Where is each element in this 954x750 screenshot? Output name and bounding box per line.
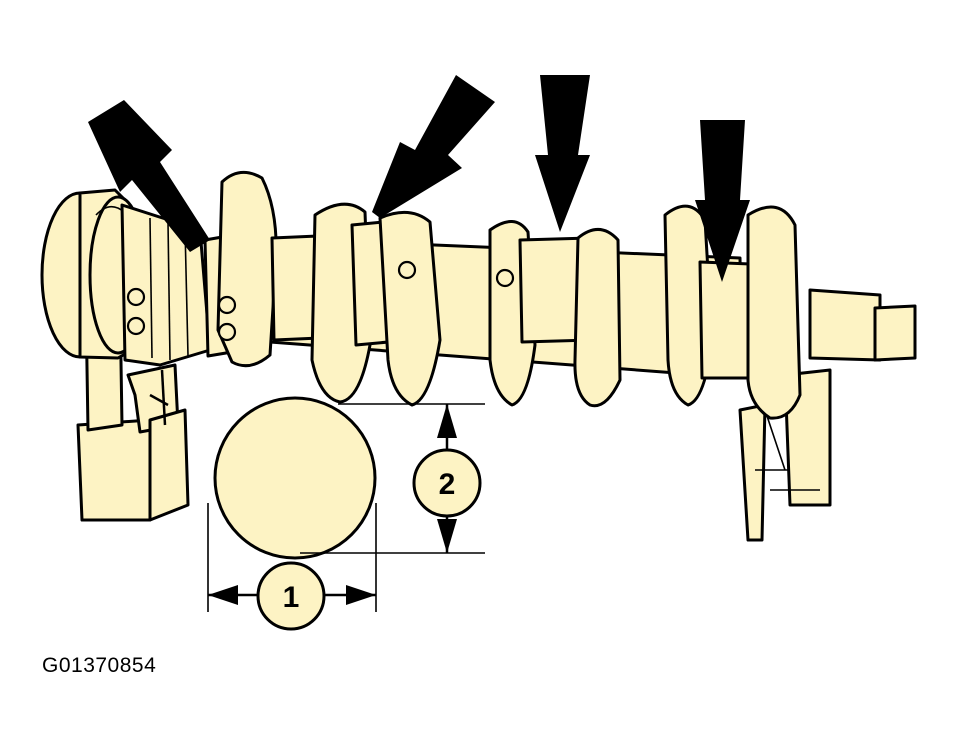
figure-id: G01370854 (42, 654, 157, 677)
callout-1: 1 (256, 561, 326, 631)
indicator-arrow-icon (372, 75, 495, 218)
dimension-arrow-icon (208, 585, 238, 605)
indicator-arrows (88, 75, 750, 282)
callout-1-label: 1 (283, 581, 300, 614)
oil-holes (126, 260, 515, 342)
callout-2-label: 2 (439, 468, 456, 501)
dimension-diagram (207, 396, 485, 612)
callout-2: 2 (412, 448, 482, 518)
crankshaft-rear-flange (40, 188, 148, 360)
indicator-arrow-icon (535, 75, 590, 232)
indicator-arrow-icon (88, 100, 210, 252)
crankshaft-body (120, 170, 917, 420)
dimension-arrow-icon (346, 585, 376, 605)
indicator-arrow-icon (695, 120, 750, 282)
dimension-arrow-icon (437, 519, 457, 553)
dimension-arrow-icon (437, 404, 457, 438)
journal-cross-section (213, 396, 377, 560)
